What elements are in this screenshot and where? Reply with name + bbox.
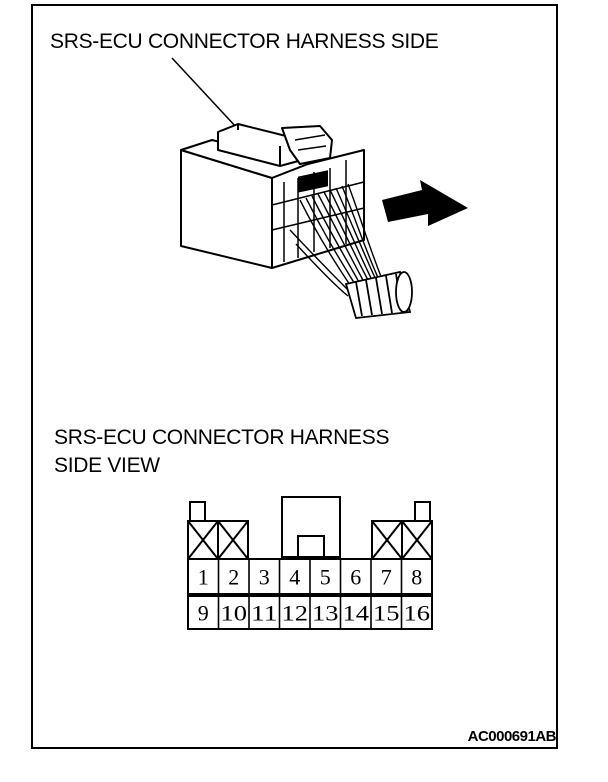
leader-line (171, 57, 238, 129)
pin-number-16: 16 (404, 601, 431, 626)
pin-number-3: 3 (259, 565, 270, 590)
pin-number-6: 6 (350, 565, 361, 590)
harness-side-title: SRS-ECU CONNECTOR HARNESS SIDE (50, 30, 439, 53)
wire-bundle (289, 183, 385, 297)
diagram-frame (31, 4, 558, 749)
side-view-title-line2: SIDE VIEW (54, 454, 160, 477)
pin-number-15: 15 (373, 601, 400, 626)
pin-number-14: 14 (343, 601, 370, 626)
side-view-title-line1: SRS-ECU CONNECTOR HARNESS (54, 426, 390, 449)
pin-number-12: 12 (282, 601, 309, 626)
corrugated-tube (344, 270, 413, 319)
pin-number-8: 8 (411, 565, 422, 590)
pin-number-10: 10 (221, 601, 248, 626)
pin-number-1: 1 (198, 565, 209, 590)
view-direction-arrow (382, 180, 468, 226)
pin-number-2: 2 (228, 565, 239, 590)
pin-number-11: 11 (251, 601, 278, 626)
pin-number-5: 5 (320, 565, 331, 590)
pin-number-4: 4 (289, 565, 300, 590)
pin-number-9: 9 (198, 601, 209, 626)
pin-number-7: 7 (381, 565, 392, 590)
pin-number-13: 13 (312, 601, 339, 626)
figure-code: AC000691AB (467, 728, 557, 745)
connector-3d-drawing (180, 123, 365, 269)
pin-dividers (217, 559, 403, 629)
